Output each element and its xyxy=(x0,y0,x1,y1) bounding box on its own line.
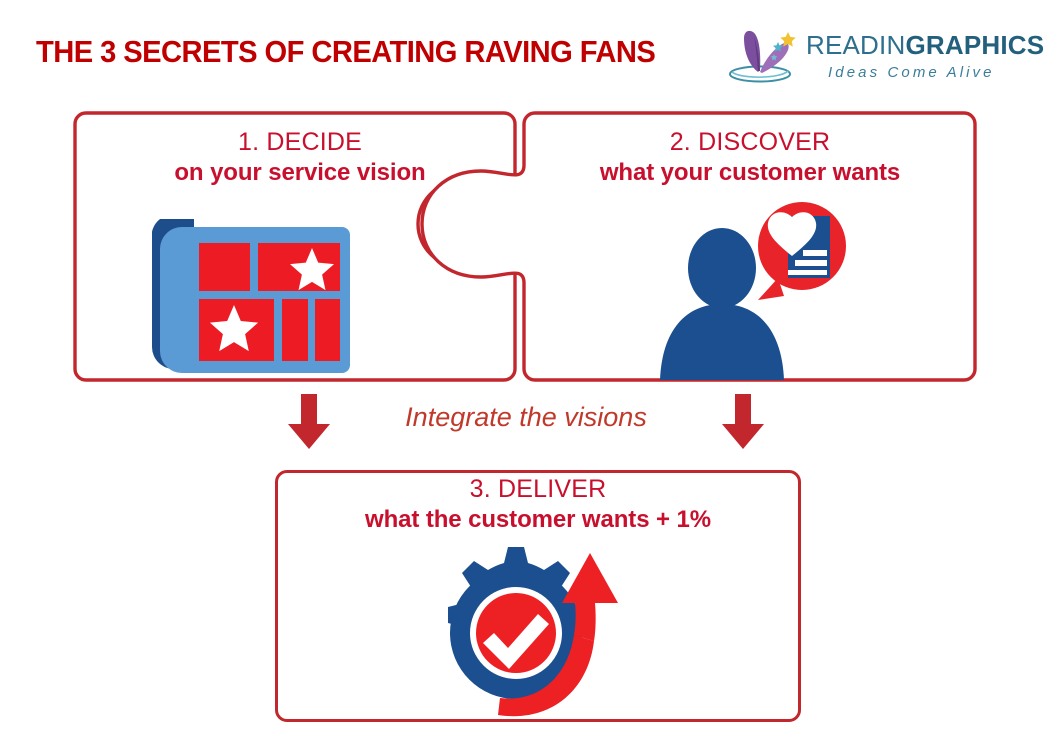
logo-tagline: Ideas Come Alive xyxy=(828,64,995,81)
card-subtitle-decide: on your service vision xyxy=(174,159,426,186)
blueprint-plan-icon xyxy=(152,219,350,373)
gear-checkmark-growth-arrow-icon xyxy=(448,547,618,717)
card-title-deliver: 3. DELIVER xyxy=(469,475,607,503)
growth-arrow-icon xyxy=(498,553,618,717)
card-title-discover: 2. DISCOVER xyxy=(669,128,831,156)
brand-logo: READINGRAPHICS Ideas Come Alive xyxy=(728,24,1044,86)
open-book-with-stars-icon xyxy=(729,30,796,83)
card-text-discover: 2. DISCOVER what your customer wants xyxy=(530,128,970,187)
card-subtitle-discover: what your customer wants xyxy=(599,159,901,186)
card-outline-deliver xyxy=(275,470,801,722)
logo-wordmark: READINGRAPHICS xyxy=(806,30,1044,61)
connector-label: Integrate the visions xyxy=(405,402,647,432)
connector-row: Integrate the visions xyxy=(0,392,1062,462)
card-text-decide: 1. DECIDE on your service vision xyxy=(80,128,520,187)
logo-word-graphics: GRAPHICS xyxy=(905,30,1045,60)
card-title-decide: 1. DECIDE xyxy=(237,128,363,156)
card-subtitle-deliver: what the customer wants + 1% xyxy=(365,506,711,533)
page-title: THE 3 SECRETS OF CREATING RAVING FANS xyxy=(36,34,656,69)
down-arrow-icon xyxy=(288,394,330,449)
customer-speech-bubble-icon xyxy=(660,202,846,380)
header: THE 3 SECRETS OF CREATING RAVING FANS RE… xyxy=(0,0,1062,100)
down-arrow-icon xyxy=(722,394,764,449)
person-silhouette-icon xyxy=(660,228,784,380)
card-text-deliver: 3. DELIVER what the customer wants + 1% xyxy=(278,475,798,534)
logo-word-readin: READIN xyxy=(806,30,906,60)
